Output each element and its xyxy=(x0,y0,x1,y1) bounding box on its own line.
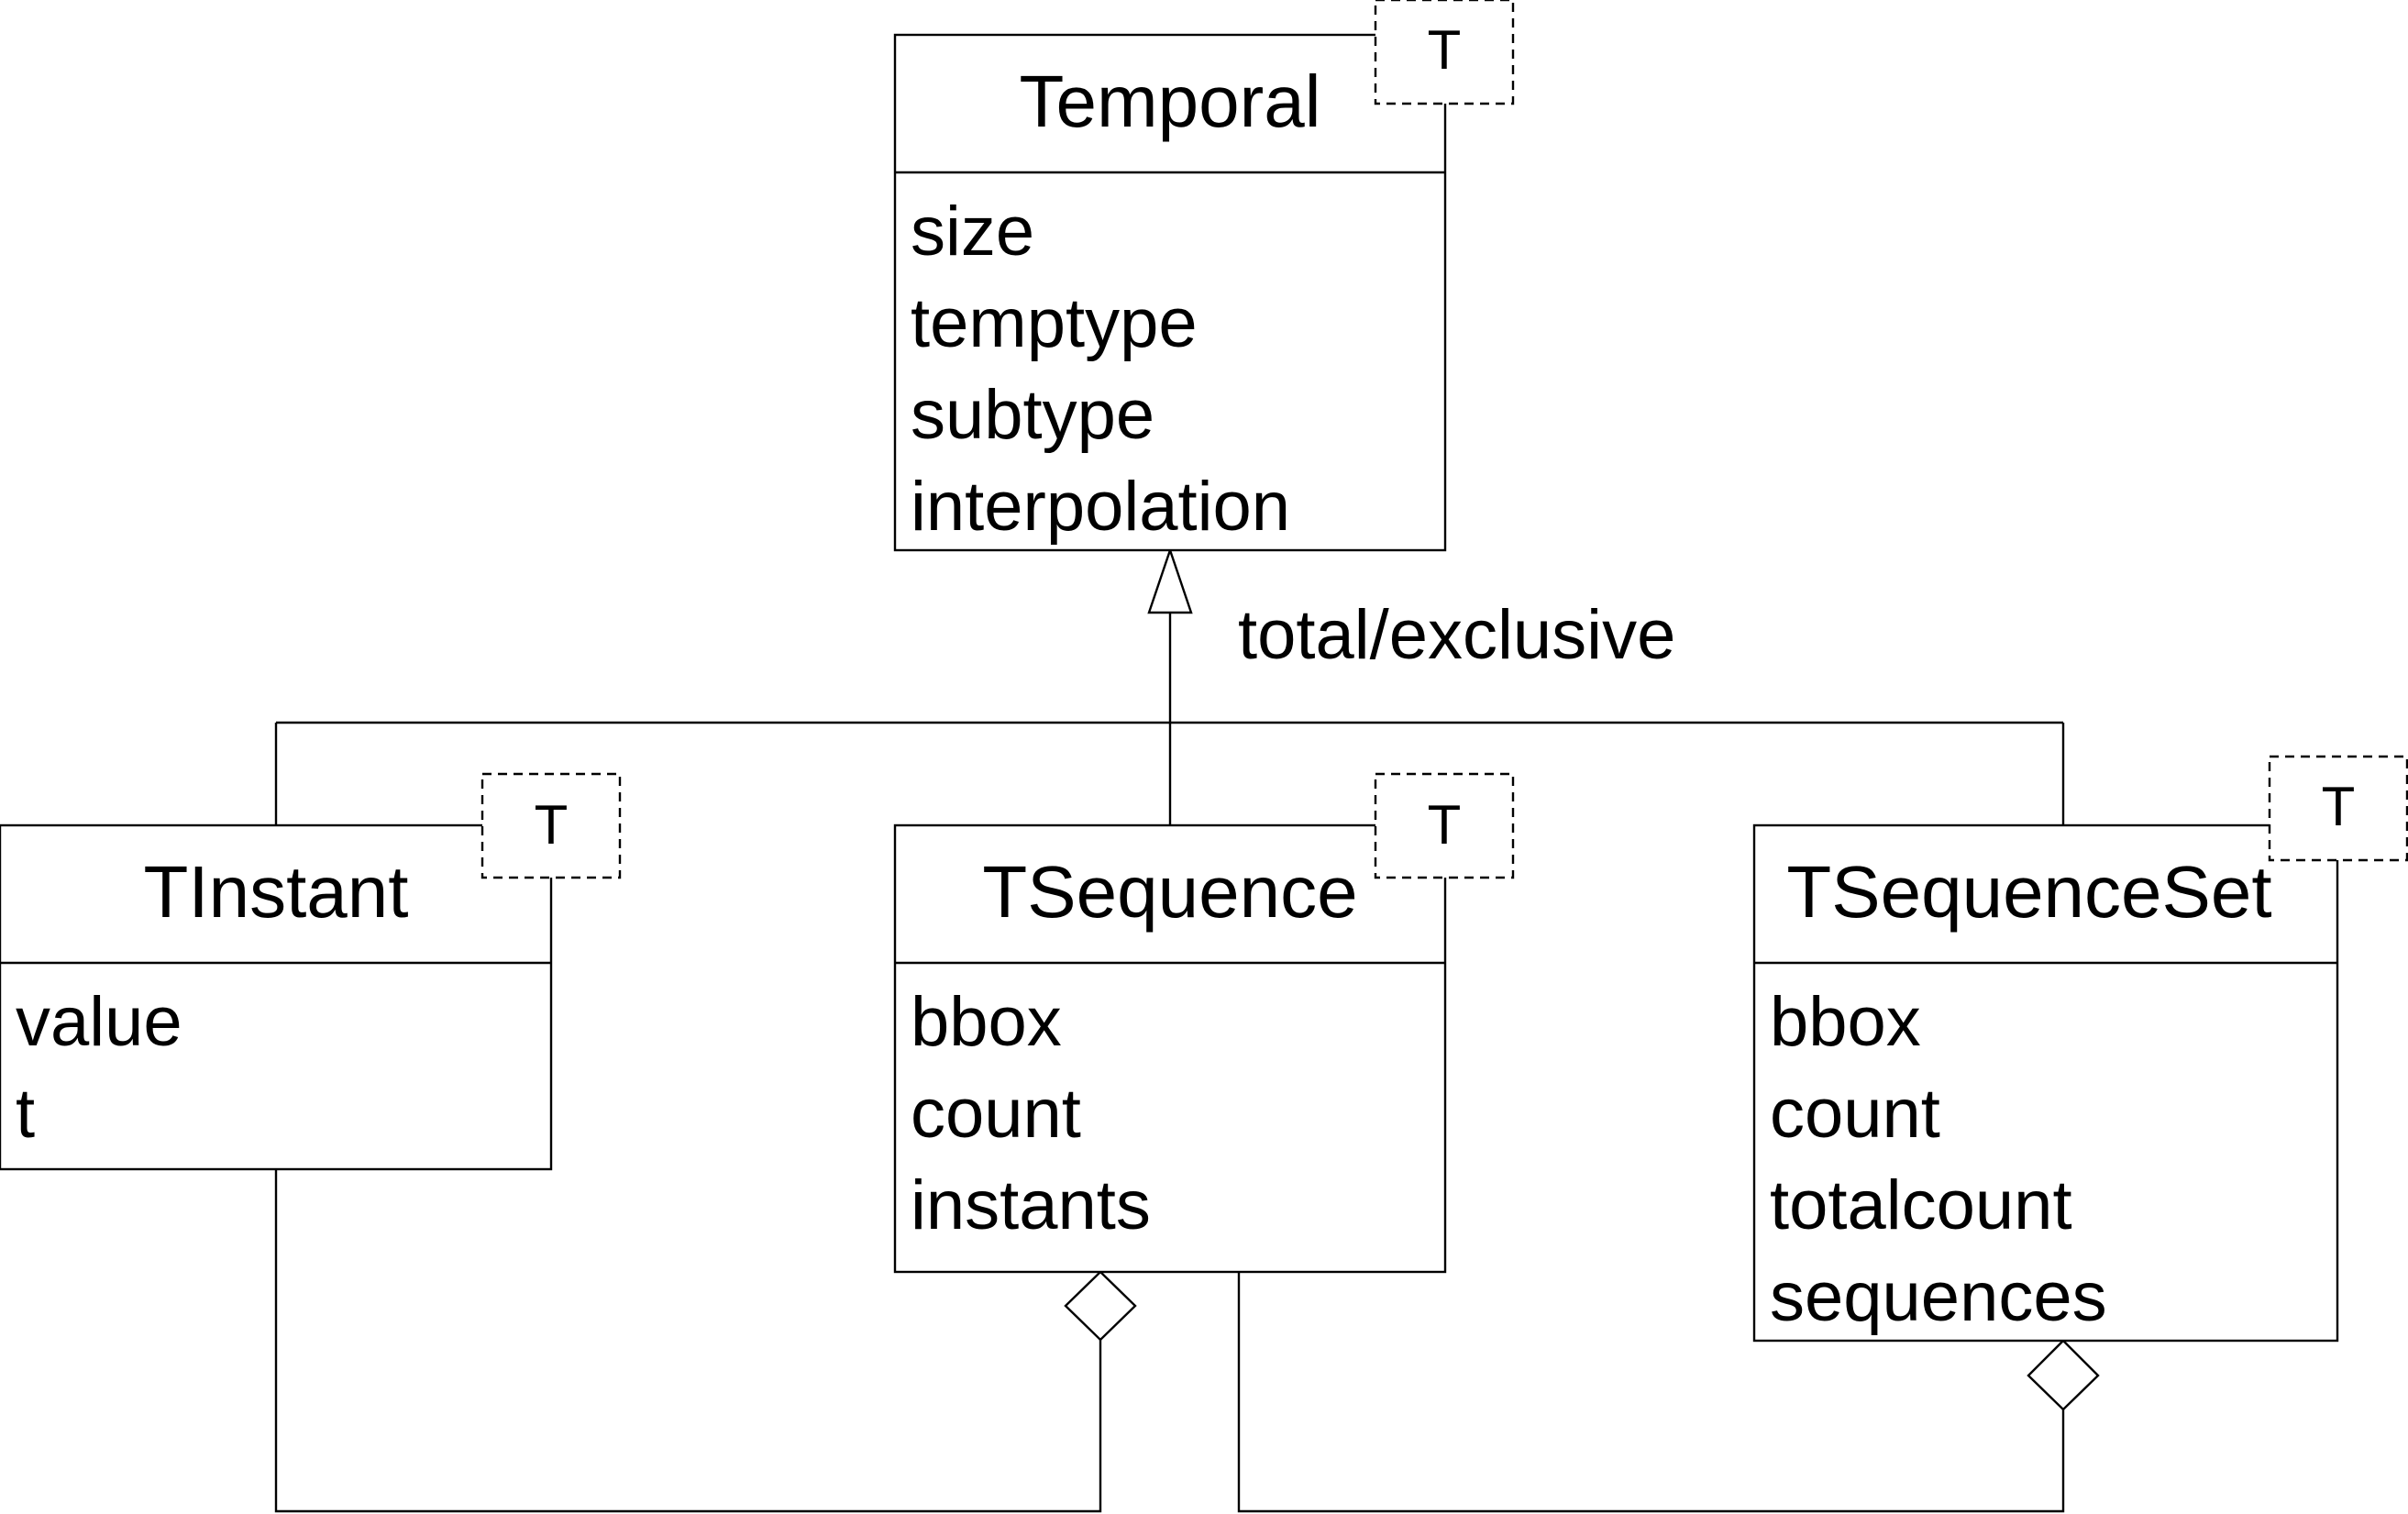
attribute-interpolation: interpolation xyxy=(911,468,1290,546)
template-parameter-box xyxy=(480,772,622,879)
class-temporal: Temporal size temptype subtype interpola… xyxy=(893,0,1515,552)
attribute-bbox: bbox xyxy=(1770,983,1921,1061)
template-parameter-box xyxy=(1374,772,1515,879)
template-parameter: T xyxy=(1428,19,1462,81)
attribute-bbox: bbox xyxy=(911,983,1062,1061)
aggregation-diamond-tsequenceset xyxy=(2027,1339,2100,1411)
attribute-temptype: temptype xyxy=(911,284,1198,362)
generalization-connectors xyxy=(274,547,2065,825)
attribute-value: value xyxy=(16,983,182,1061)
class-box xyxy=(893,823,1447,1274)
class-tsequence: TSequence bbox count instants T xyxy=(893,772,1515,1274)
class-box xyxy=(0,823,553,1171)
template-parameter: T xyxy=(2322,776,2356,837)
class-name: TSequenceSet xyxy=(1786,851,2271,933)
attribute-count: count xyxy=(1770,1075,1940,1153)
attribute-sequences: sequences xyxy=(1770,1258,2107,1336)
aggregation-connectors xyxy=(274,1169,2100,1513)
class-name: Temporal xyxy=(1019,61,1320,142)
template-parameter: T xyxy=(1428,794,1462,856)
class-tsequenceset: TSequenceSet bbox count totalcount seque… xyxy=(1752,755,2408,1343)
generalization-constraint-label: total/exclusive xyxy=(1238,596,1675,674)
class-box xyxy=(1752,823,2339,1343)
template-parameter-box xyxy=(1374,0,1515,105)
class-tinstant: TInstant value t T xyxy=(0,772,622,1171)
template-parameter-box xyxy=(2268,755,2408,862)
generalization-arrowhead xyxy=(1147,547,1193,614)
attribute-totalcount: totalcount xyxy=(1770,1166,2072,1244)
aggregation-diamond-tsequence xyxy=(1064,1270,1137,1342)
aggregation-line-tsequence-tinstant xyxy=(274,1169,1102,1513)
attribute-size: size xyxy=(911,193,1034,271)
attribute-subtype: subtype xyxy=(911,376,1154,454)
class-name: TSequence xyxy=(982,851,1357,933)
class-name: TInstant xyxy=(143,851,408,933)
attribute-instants: instants xyxy=(911,1166,1151,1244)
attribute-count: count xyxy=(911,1075,1081,1153)
aggregation-line-tsequenceset-tsequence xyxy=(1237,1272,2065,1513)
template-parameter: T xyxy=(535,794,569,856)
attribute-t: t xyxy=(16,1075,35,1153)
class-box xyxy=(893,33,1447,552)
